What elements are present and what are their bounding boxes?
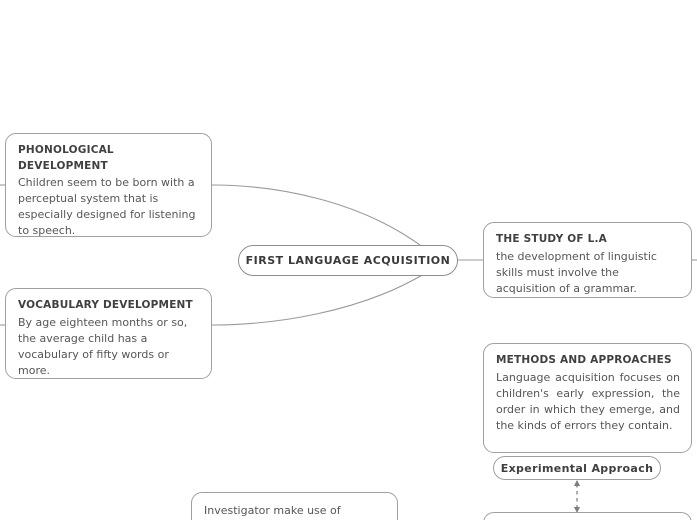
connector-root-phonological — [211, 184, 425, 249]
node-phonological-title: PHONOLOGICAL DEVELOPMENT — [18, 144, 114, 172]
node-experimental-approach[interactable]: Experimental Approach — [493, 456, 661, 480]
node-phonological-development[interactable]: PHONOLOGICAL DEVELOPMENT Children seem t… — [5, 133, 212, 237]
arrowhead-up-icon — [574, 480, 580, 486]
node-vocabulary-body: By age eighteen months or so, the averag… — [18, 315, 188, 377]
node-bottom-right-partial[interactable] — [483, 512, 692, 520]
node-experimental-approach-label: Experimental Approach — [500, 461, 654, 475]
node-study-body: the development of linguistic skills mus… — [496, 249, 657, 295]
root-node-label: FIRST LANGUAGE ACQUISITION — [245, 254, 451, 267]
node-investigator-body: Investigator make use of specially desig… — [204, 504, 341, 517]
node-methods-and-approaches[interactable]: METHODS AND APPROACHES Language acquisit… — [483, 343, 692, 453]
node-phonological-body: Children seem to be born with a perceptu… — [18, 176, 196, 237]
node-vocabulary-title: VOCABULARY DEVELOPMENT — [18, 299, 193, 311]
node-study-title: THE STUDY OF L.A — [496, 233, 607, 245]
node-the-study-of-la[interactable]: THE STUDY OF L.A the development of ling… — [483, 222, 692, 298]
node-vocabulary-development[interactable]: VOCABULARY DEVELOPMENT By age eighteen m… — [5, 288, 212, 379]
node-investigator[interactable]: Investigator make use of specially desig… — [191, 492, 398, 520]
connector-root-vocabulary — [211, 273, 425, 326]
node-methods-title: METHODS AND APPROACHES — [496, 354, 672, 366]
node-methods-body: Language acquisition focuses on children… — [496, 370, 680, 432]
root-node[interactable]: FIRST LANGUAGE ACQUISITION — [238, 245, 458, 276]
